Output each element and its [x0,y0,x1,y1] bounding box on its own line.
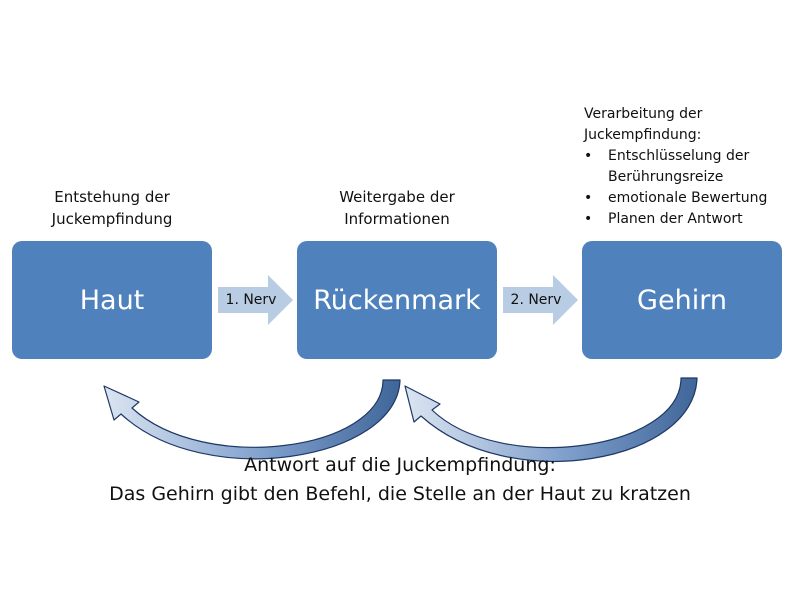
second-nerve-arrow: 2. Nerv [503,275,578,325]
response-description: Das Gehirn gibt den Befehl, die Stelle a… [109,483,691,505]
first-nerve-arrow: 1. Nerv [218,275,293,325]
brain-caption-list: Entschlüsselung der Berührungsreize emot… [584,146,794,230]
brain-caption-bullet-2: emotionale Bewertung [584,188,794,209]
brain-caption-title-line1: Verarbeitung der [584,106,703,122]
second-nerve-label: 2. Nerv [510,292,562,308]
first-nerve-label: 1. Nerv [225,292,277,308]
spinal-cord-box: Rückenmark [297,241,497,359]
spinal-caption: Weitergabe der Informationen [297,186,497,230]
curve-brain-to-spinal [404,377,698,462]
skin-box: Haut [12,241,212,359]
brain-caption: Verarbeitung der Juckempfindung: Entschl… [584,104,794,230]
skin-caption-line1: Entstehung der [54,188,170,206]
skin-caption: Entstehung der Juckempfindung [12,186,212,230]
brain-caption-title-line2: Juckempfindung: [584,127,702,143]
response-title: Antwort auf die Juckempfindung: [244,454,556,476]
first-nerve-arrow-shape [218,275,293,325]
curve-spinal-to-skin [103,379,401,460]
spinal-caption-line2: Informationen [344,210,450,228]
skin-caption-line2: Juckempfindung [51,210,173,228]
brain-caption-bullet-1: Entschlüsselung der Berührungsreize [584,146,794,188]
spinal-caption-line1: Weitergabe der [339,188,455,206]
brain-box: Gehirn [582,241,782,359]
second-nerve-arrow-shape [503,275,578,325]
brain-caption-bullet-3: Planen der Antwort [584,209,794,230]
